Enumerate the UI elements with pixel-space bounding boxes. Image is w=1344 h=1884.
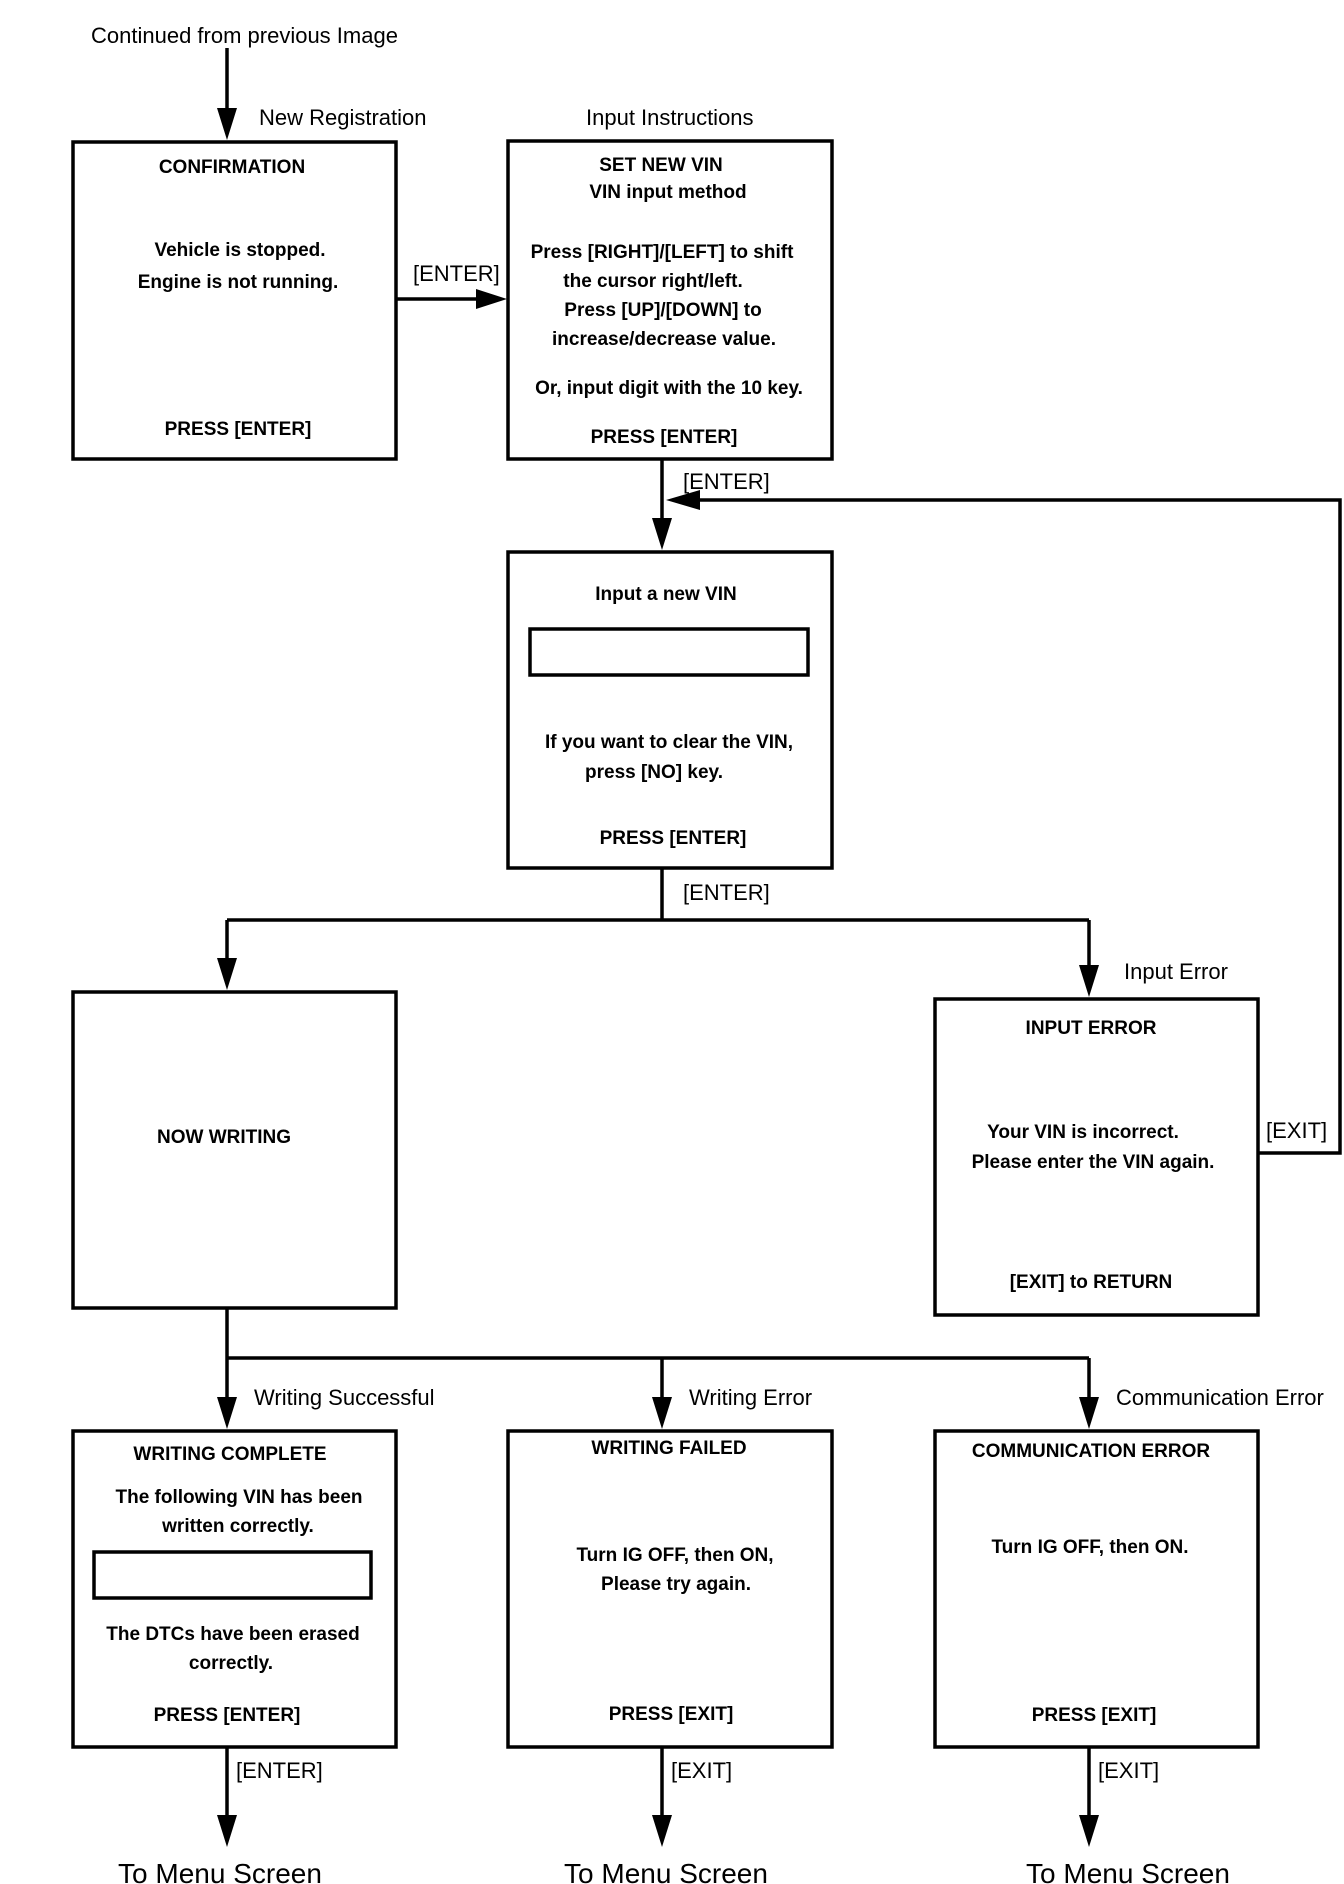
arrow-head-down [652,518,672,550]
writing-complete-text: written correctly. [161,1516,314,1537]
set-new-vin-text: increase/decrease value. [552,329,776,350]
arrow-head-down [1079,965,1099,997]
label-exit: [EXIT] [1098,1758,1159,1783]
set-new-vin-text: Press [UP]/[DOWN] to [564,300,761,321]
confirmation-text: Engine is not running. [138,272,339,293]
vin-input-field [528,627,810,677]
input-vin-text: press [NO] key. [585,762,723,783]
arrow-head-down [1079,1815,1099,1847]
input-vin-screen [506,550,834,870]
arrow-head-down [1079,1397,1099,1429]
destination-menu-screen: To Menu Screen [564,1858,768,1884]
label-enter: [ENTER] [683,880,770,905]
written-vin-field [92,1550,373,1600]
label-input-error: Input Error [1124,959,1228,984]
writing-complete-text: correctly. [189,1653,273,1674]
writing-complete-text: The DTCs have been erased [106,1624,359,1645]
writing-complete-text: The following VIN has been [115,1487,362,1508]
label-communication-error: Communication Error [1116,1385,1324,1410]
label-exit: [EXIT] [671,1758,732,1783]
input-error-text: Your VIN is incorrect. [987,1122,1179,1143]
confirmation-title: CONFIRMATION [159,157,305,178]
set-new-vin-subtitle: VIN input method [589,182,746,203]
set-new-vin-text: Press [RIGHT]/[LEFT] to shift [531,242,795,263]
label-exit-return: [EXIT] [1266,1118,1327,1143]
connector-input-error-return [696,498,1342,1155]
arrow-head-down [217,1397,237,1429]
set-new-vin-title: SET NEW VIN [599,155,723,176]
set-new-vin-footer: PRESS [ENTER] [591,427,738,448]
arrow-heads [217,108,1099,1847]
writing-failed-footer: PRESS [EXIT] [609,1704,734,1725]
label-enter: [ENTER] [683,469,770,494]
label-input-instructions: Input Instructions [586,105,754,130]
input-vin-text: If you want to clear the VIN, [545,732,793,753]
communication-error-footer: PRESS [EXIT] [1032,1705,1157,1726]
connector-input-branch [225,868,1091,973]
arrow-head-down [217,958,237,990]
writing-complete-footer: PRESS [ENTER] [154,1705,301,1726]
arrow-head-right [476,289,507,309]
connectors [225,48,1342,1816]
connector-writing-branch [225,1308,1091,1403]
set-new-vin-text: the cursor right/left. [563,271,742,292]
label-writing-error: Writing Error [689,1385,812,1410]
communication-error-title: COMMUNICATION ERROR [972,1441,1210,1462]
arrow-head-down [652,1397,672,1429]
now-writing-title: NOW WRITING [157,1127,291,1148]
input-error-footer: [EXIT] to RETURN [1010,1272,1173,1293]
now-writing-screen [71,990,398,1310]
label-enter: [ENTER] [413,261,500,286]
input-error-text: Please enter the VIN again. [972,1152,1215,1173]
destination-menu-screen: To Menu Screen [1026,1858,1230,1884]
label-enter: [ENTER] [236,1758,323,1783]
communication-error-screen [933,1429,1260,1749]
top-note: Continued from previous Image [91,23,398,48]
writing-failed-screen [506,1429,834,1749]
arrow-head-down [217,108,237,140]
communication-error-text: Turn IG OFF, then ON. [991,1537,1188,1558]
arrow-head-down [217,1815,237,1847]
input-error-screen [933,997,1260,1317]
label-new-registration: New Registration [259,105,427,130]
destination-menu-screen: To Menu Screen [118,1858,322,1884]
confirmation-text: Vehicle is stopped. [154,240,325,261]
input-error-title: INPUT ERROR [1026,1018,1157,1039]
confirmation-footer: PRESS [ENTER] [165,419,312,440]
writing-failed-text: Please try again. [601,1574,751,1595]
label-writing-successful: Writing Successful [254,1385,435,1410]
writing-failed-text: Turn IG OFF, then ON, [576,1545,773,1566]
confirmation-screen [71,140,398,461]
writing-complete-title: WRITING COMPLETE [133,1444,326,1465]
set-new-vin-screen [506,139,834,461]
arrow-head-down [652,1815,672,1847]
input-vin-title: Input a new VIN [595,584,736,605]
set-new-vin-text: Or, input digit with the 10 key. [535,378,803,399]
writing-failed-title: WRITING FAILED [591,1438,746,1459]
arrow-head-left [666,490,700,510]
input-vin-footer: PRESS [ENTER] [600,828,747,849]
